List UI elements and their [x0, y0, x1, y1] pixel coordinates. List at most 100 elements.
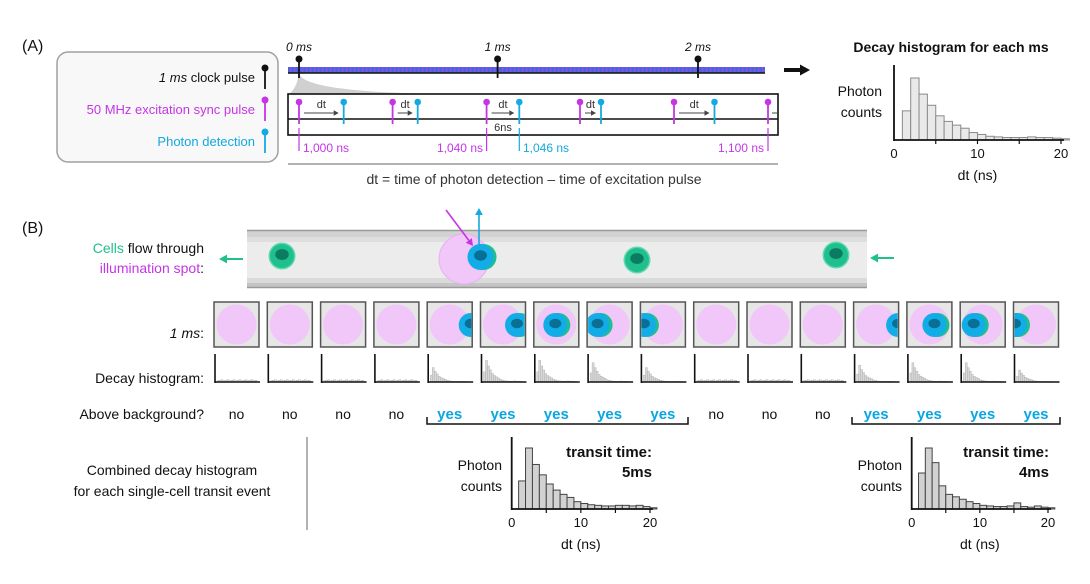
pulse-train-tick	[494, 67, 496, 73]
above-background-no: no	[282, 406, 298, 422]
pulse-train-tick	[742, 67, 744, 73]
arrow-head	[407, 110, 413, 116]
pulse-train-tick	[378, 67, 380, 73]
cell-body	[886, 313, 898, 337]
above-background-no: no	[762, 406, 778, 422]
row-label-colon: :	[200, 325, 204, 341]
pulse-train-tick	[354, 67, 356, 73]
mini-histogram-bar	[645, 367, 648, 383]
pulse-train-tick	[422, 67, 424, 73]
pin-head	[764, 98, 772, 106]
pulse-train-tick	[402, 67, 404, 73]
mini-histogram-bar	[436, 373, 439, 383]
legend-clock-text: clock pulse	[187, 70, 255, 85]
pulse-train-tick	[714, 67, 716, 73]
pulse-train-tick	[326, 67, 328, 73]
pulse-train-tick	[370, 67, 372, 73]
pulse-train-tick	[746, 67, 748, 73]
histogram-bar	[559, 493, 568, 510]
mini-histogram-bar	[909, 372, 913, 383]
excitation-pin	[576, 98, 584, 124]
pulse-train-tick	[318, 67, 320, 73]
frame-viewport	[269, 304, 310, 345]
mini-histogram-bar	[493, 375, 496, 383]
mini-decay-histogram	[747, 354, 793, 383]
mini-histogram-bar	[1016, 376, 1019, 383]
pulse-train-tick	[366, 67, 368, 73]
pulse-train-tick	[362, 67, 364, 73]
above-background-no: no	[815, 406, 831, 422]
excitation-arrow-icon	[445, 209, 473, 246]
mini-histogram-bar	[864, 375, 867, 383]
histogram-bar	[945, 493, 954, 510]
dt-arrow	[304, 110, 339, 116]
above-background-yes: yes	[490, 406, 515, 423]
photon-pin	[516, 98, 523, 124]
pin-head	[576, 98, 584, 106]
illuminated-cell	[641, 313, 659, 337]
pin-head	[516, 98, 523, 106]
illumination-spot-word: illumination spot	[100, 260, 200, 276]
cell-nucleus	[641, 318, 650, 329]
pin-head	[295, 55, 303, 63]
mini-histogram-bar	[593, 367, 597, 383]
pulse-train-tick	[454, 67, 456, 73]
cell-nucleus	[1014, 318, 1021, 329]
pulse-train-tick	[410, 67, 412, 73]
frame-illumination-spot	[376, 304, 417, 345]
clock-pin	[694, 55, 702, 78]
mini-histogram-bar	[969, 371, 972, 383]
pulse-train-tick	[430, 67, 432, 73]
pin-head	[295, 98, 303, 106]
frame-viewport	[856, 304, 898, 345]
arrow-head	[333, 110, 339, 116]
pulse-train-tick	[330, 67, 332, 73]
illuminated-cell	[588, 313, 613, 337]
mini-histogram-bar	[546, 375, 549, 383]
mini-histogram-bar	[1018, 369, 1021, 383]
above-background-yes: yes	[970, 406, 995, 423]
mini-histogram-bar	[485, 360, 488, 383]
pin-head	[670, 98, 678, 106]
pulse-train-tick	[666, 67, 668, 73]
x-tick-label: 20	[1054, 146, 1068, 161]
legend-excitation-label: 50 MHz excitation sync pulse	[87, 102, 255, 117]
mini-histogram-bar	[544, 373, 547, 383]
pulse-train-tick	[546, 67, 548, 73]
pulse-train-tick	[586, 67, 588, 73]
combined-text-line2: for each single-cell transit event	[74, 483, 271, 499]
arrow-head	[591, 110, 596, 116]
above-background-yes: yes	[650, 406, 675, 423]
pulse-train-tick	[502, 67, 504, 73]
mini-histogram-bar	[599, 376, 603, 383]
cell-nucleus	[967, 318, 980, 329]
pulse-train-tick	[578, 67, 580, 73]
pulse-train-tick	[730, 67, 732, 73]
pulse-train-tick	[442, 67, 444, 73]
pulse-train-tick	[390, 67, 392, 73]
mini-decay-histogram	[320, 354, 367, 383]
mini-decay-histogram	[480, 354, 527, 383]
cell-nucleus	[474, 250, 487, 261]
mini-histogram-bar	[965, 362, 968, 383]
frame-viewport	[588, 304, 630, 345]
dt-label: dt	[586, 99, 595, 111]
photon-pin	[340, 98, 348, 124]
frame-viewport	[429, 304, 472, 345]
histogram-bar	[918, 93, 928, 141]
above-background-yes: yes	[1023, 406, 1048, 423]
mini-histogram-bar	[862, 372, 865, 383]
frame-viewport	[376, 304, 417, 345]
pulse-train-tick	[702, 67, 704, 73]
pulse-train-tick	[426, 67, 428, 73]
mini-decay-histogram	[533, 354, 580, 383]
mini-decay-histogram	[267, 354, 314, 383]
frame-1ms	[906, 301, 953, 348]
cell-nucleus	[464, 318, 472, 329]
pulse-train-tick	[334, 67, 336, 73]
pin-head	[261, 64, 269, 72]
histogram-bar	[943, 120, 953, 141]
pulse-train-tick	[314, 67, 316, 73]
pulse-train-tick	[614, 67, 616, 73]
pulse-train-tick	[646, 67, 648, 73]
